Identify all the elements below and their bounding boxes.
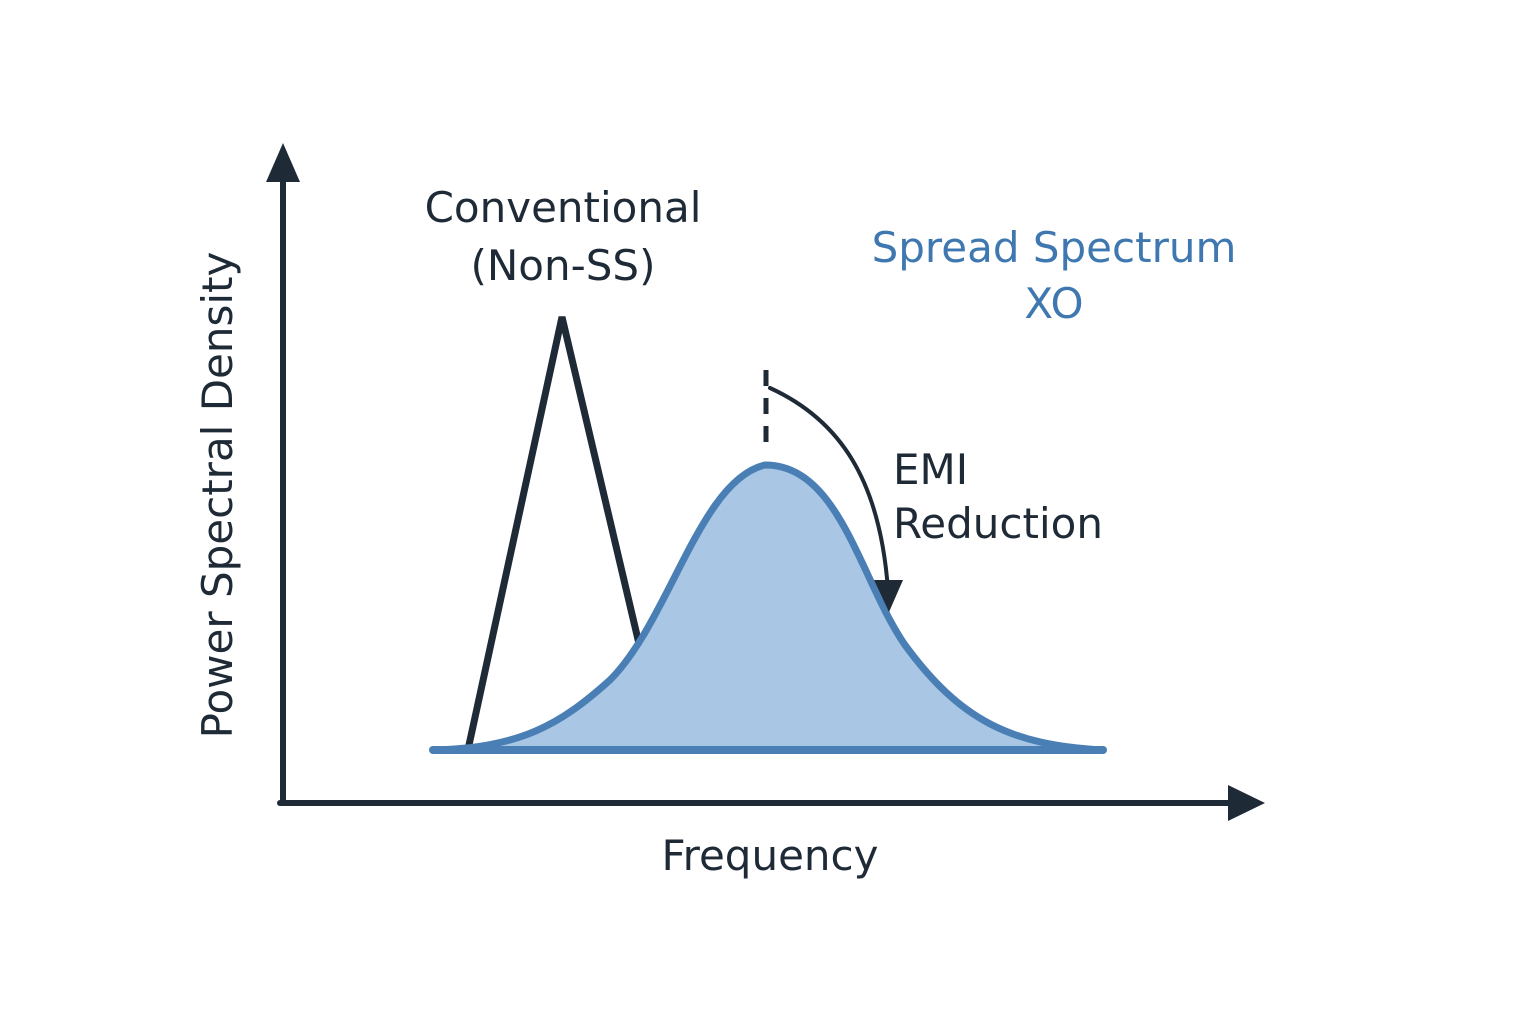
spread-spectrum-label-line2: XO bbox=[1024, 279, 1083, 328]
y-axis-label: Power Spectral Density bbox=[193, 252, 242, 739]
spread-spectrum-curve bbox=[429, 461, 1107, 754]
conventional-label-line2: (Non-SS) bbox=[471, 241, 656, 290]
emi-label-line2: Reduction bbox=[893, 499, 1103, 548]
y-axis-arrowhead bbox=[266, 143, 300, 182]
x-axis-label: Frequency bbox=[662, 831, 879, 880]
emi-reduction-arrowhead bbox=[874, 580, 903, 612]
emi-label-line1: EMI bbox=[893, 445, 968, 494]
conventional-label-line1: Conventional bbox=[425, 183, 702, 232]
spread-spectrum-label-line1: Spread Spectrum bbox=[872, 223, 1237, 272]
conventional-spike bbox=[465, 316, 644, 749]
x-axis-arrowhead bbox=[1228, 785, 1265, 821]
emi-reduction-arrow bbox=[768, 386, 890, 592]
